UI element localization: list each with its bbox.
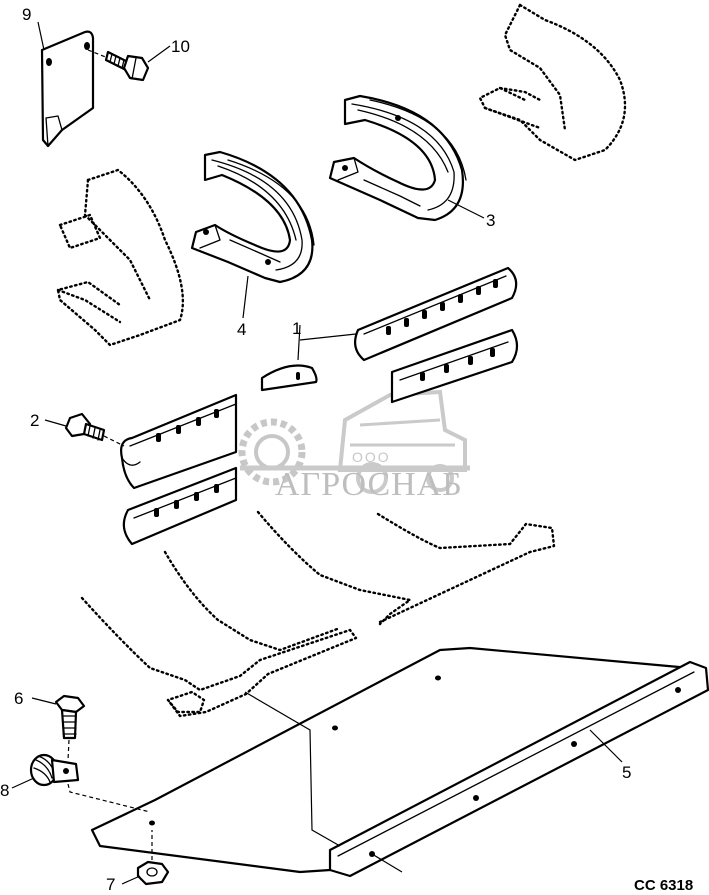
callout-8: 8 [0, 781, 9, 800]
callout-10: 10 [171, 37, 190, 56]
callout-9: 9 [22, 5, 31, 24]
part-5-skid-plate [90, 646, 709, 878]
part-6-bolt [54, 694, 86, 761]
callout-4: 4 [237, 320, 246, 339]
part-3-u-bracket [328, 94, 467, 222]
sleeve-upper-slots [386, 279, 498, 335]
part-7-nut [136, 830, 170, 886]
callout-7: 7 [106, 875, 115, 894]
callout-labels: 9 10 3 4 1 2 5 6 8 7 [0, 5, 631, 894]
part-8-clamp [29, 753, 151, 813]
callout-2: 2 [30, 411, 39, 430]
callout-6: 6 [14, 689, 23, 708]
ghost-bracket-top-right [478, 3, 627, 162]
watermark-small-text: ООО [352, 449, 391, 465]
part-9-mounting-plate [40, 30, 95, 148]
part-4-u-bracket [190, 150, 315, 284]
ghost-bracket-left [56, 168, 185, 347]
watermark-big-text: АГРОСНАБ [275, 466, 463, 503]
part-1-sleeve-lower [120, 393, 238, 546]
part-10-bolt [87, 49, 150, 82]
diagram-code: CC 6318 [634, 877, 693, 894]
part-2-bolt [64, 412, 125, 447]
callout-1: 1 [292, 319, 301, 338]
callout-3: 3 [486, 211, 495, 230]
callout-5: 5 [622, 763, 631, 782]
watermark-combine-icon [238, 389, 470, 494]
leader-lines [11, 21, 623, 885]
ghost-rods [80, 510, 556, 718]
watermark: ООО АГРОСНАБ [238, 389, 470, 503]
part-1-sleeve-upper [260, 266, 519, 404]
